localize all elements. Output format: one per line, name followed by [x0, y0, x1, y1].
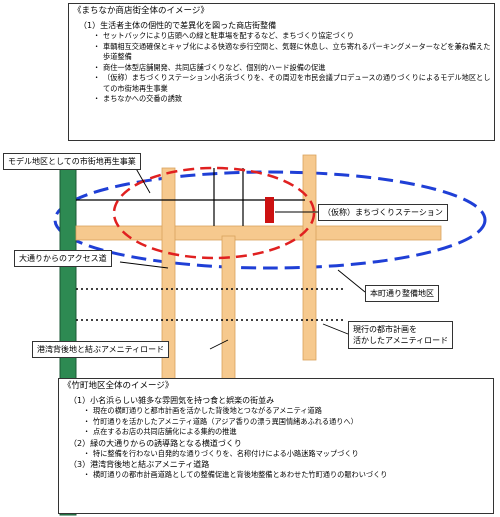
machinaka-section-heading: （1）生活者主体の個性的で差異化を図った商店街整備 [79, 21, 277, 30]
machinaka-item: ・まちなかへの交番の誘致 [93, 94, 183, 103]
side-road-3 [302, 154, 317, 361]
port-road-label: 港湾背後地と結ぶアメニティロード [32, 341, 170, 358]
takemachi-item: ・現在の横町通りと都市計画を活かした背後地とつながるアメニティ道路 [83, 406, 322, 415]
current-plan-line-1: 現行の都市計画を [353, 325, 417, 334]
machinaka-item: ・（仮称）まちづくりステーション小名浜づくりを、その周辺を市民会議プロデュースの… [93, 73, 491, 93]
takemachi-item: ・特に整備を行わない自発的な通りづくりを、名称付けによる小路迷路マップづくり [83, 448, 359, 458]
takemachi-item: ・横町通りの都市計画道路としての整備促進と背後地整備とあわせた竹町通りの賑わいづ… [83, 470, 388, 479]
machinaka-box-title: 《まちなか商店街全体のイメージ》 [73, 6, 209, 16]
current-plan-line-2: 活かしたアメニティロード [353, 336, 449, 345]
machinaka-overview-box: 《まちなか商店街全体のイメージ》 （1）生活者主体の個性的で差異化を図った商店街… [68, 3, 495, 141]
model-area-label: モデル地区としての市街地再生事業 [3, 153, 141, 170]
honmachi-label: 本町通り整備地区 [365, 285, 439, 302]
takemachi-item: ・点在するお店の共同店舗化による集約の推進 [83, 427, 237, 436]
takemachi-item: ・竹町通りを活かしたアメニティ道路（アジア香りの漂う異国情緒あふれる通りへ） [83, 416, 358, 426]
takemachi-section-heading: （1）小名浜らしい雑多な雰囲気を持つ食と娯楽の街並み [69, 396, 275, 405]
access-road-label: 大通りからのアクセス道 [14, 250, 112, 267]
leader-lines [119, 164, 366, 350]
machinaka-item: ・商住一体型店舗開発、共同店舗づくりなど、個別的ハード設備の促進 [93, 62, 326, 72]
station-marker [265, 197, 274, 223]
current-plan-label: 現行の都市計画を 活かしたアメニティロード [348, 321, 454, 349]
takemachi-overview-box: 《竹町地区全体のイメージ》 （1）小名浜らしい雑多な雰囲気を持つ食と娯楽の街並み… [58, 378, 494, 514]
takemachi-section-heading: （3）港湾背後地と結ぶアメニティ道路 [69, 460, 210, 469]
station-label: （仮称）まちづくりステーション [318, 204, 448, 221]
takemachi-section-heading: （2）緑の大通りからの誘導路となる横道づくり [69, 438, 242, 448]
machinaka-item: ・セットバックにより店頭への緑と駐車場を配するなど、まちづくり協定づくり [93, 31, 355, 40]
takemachi-box-title: 《竹町地区全体のイメージ》 [63, 381, 174, 391]
model-area-outline [112, 166, 316, 260]
honmachi-area-outline [53, 170, 487, 270]
machinaka-item: ・車輌相互交通確保とキャブ化による快適な歩行空間と、気軽に休息し、立ち寄れるパー… [93, 41, 491, 62]
